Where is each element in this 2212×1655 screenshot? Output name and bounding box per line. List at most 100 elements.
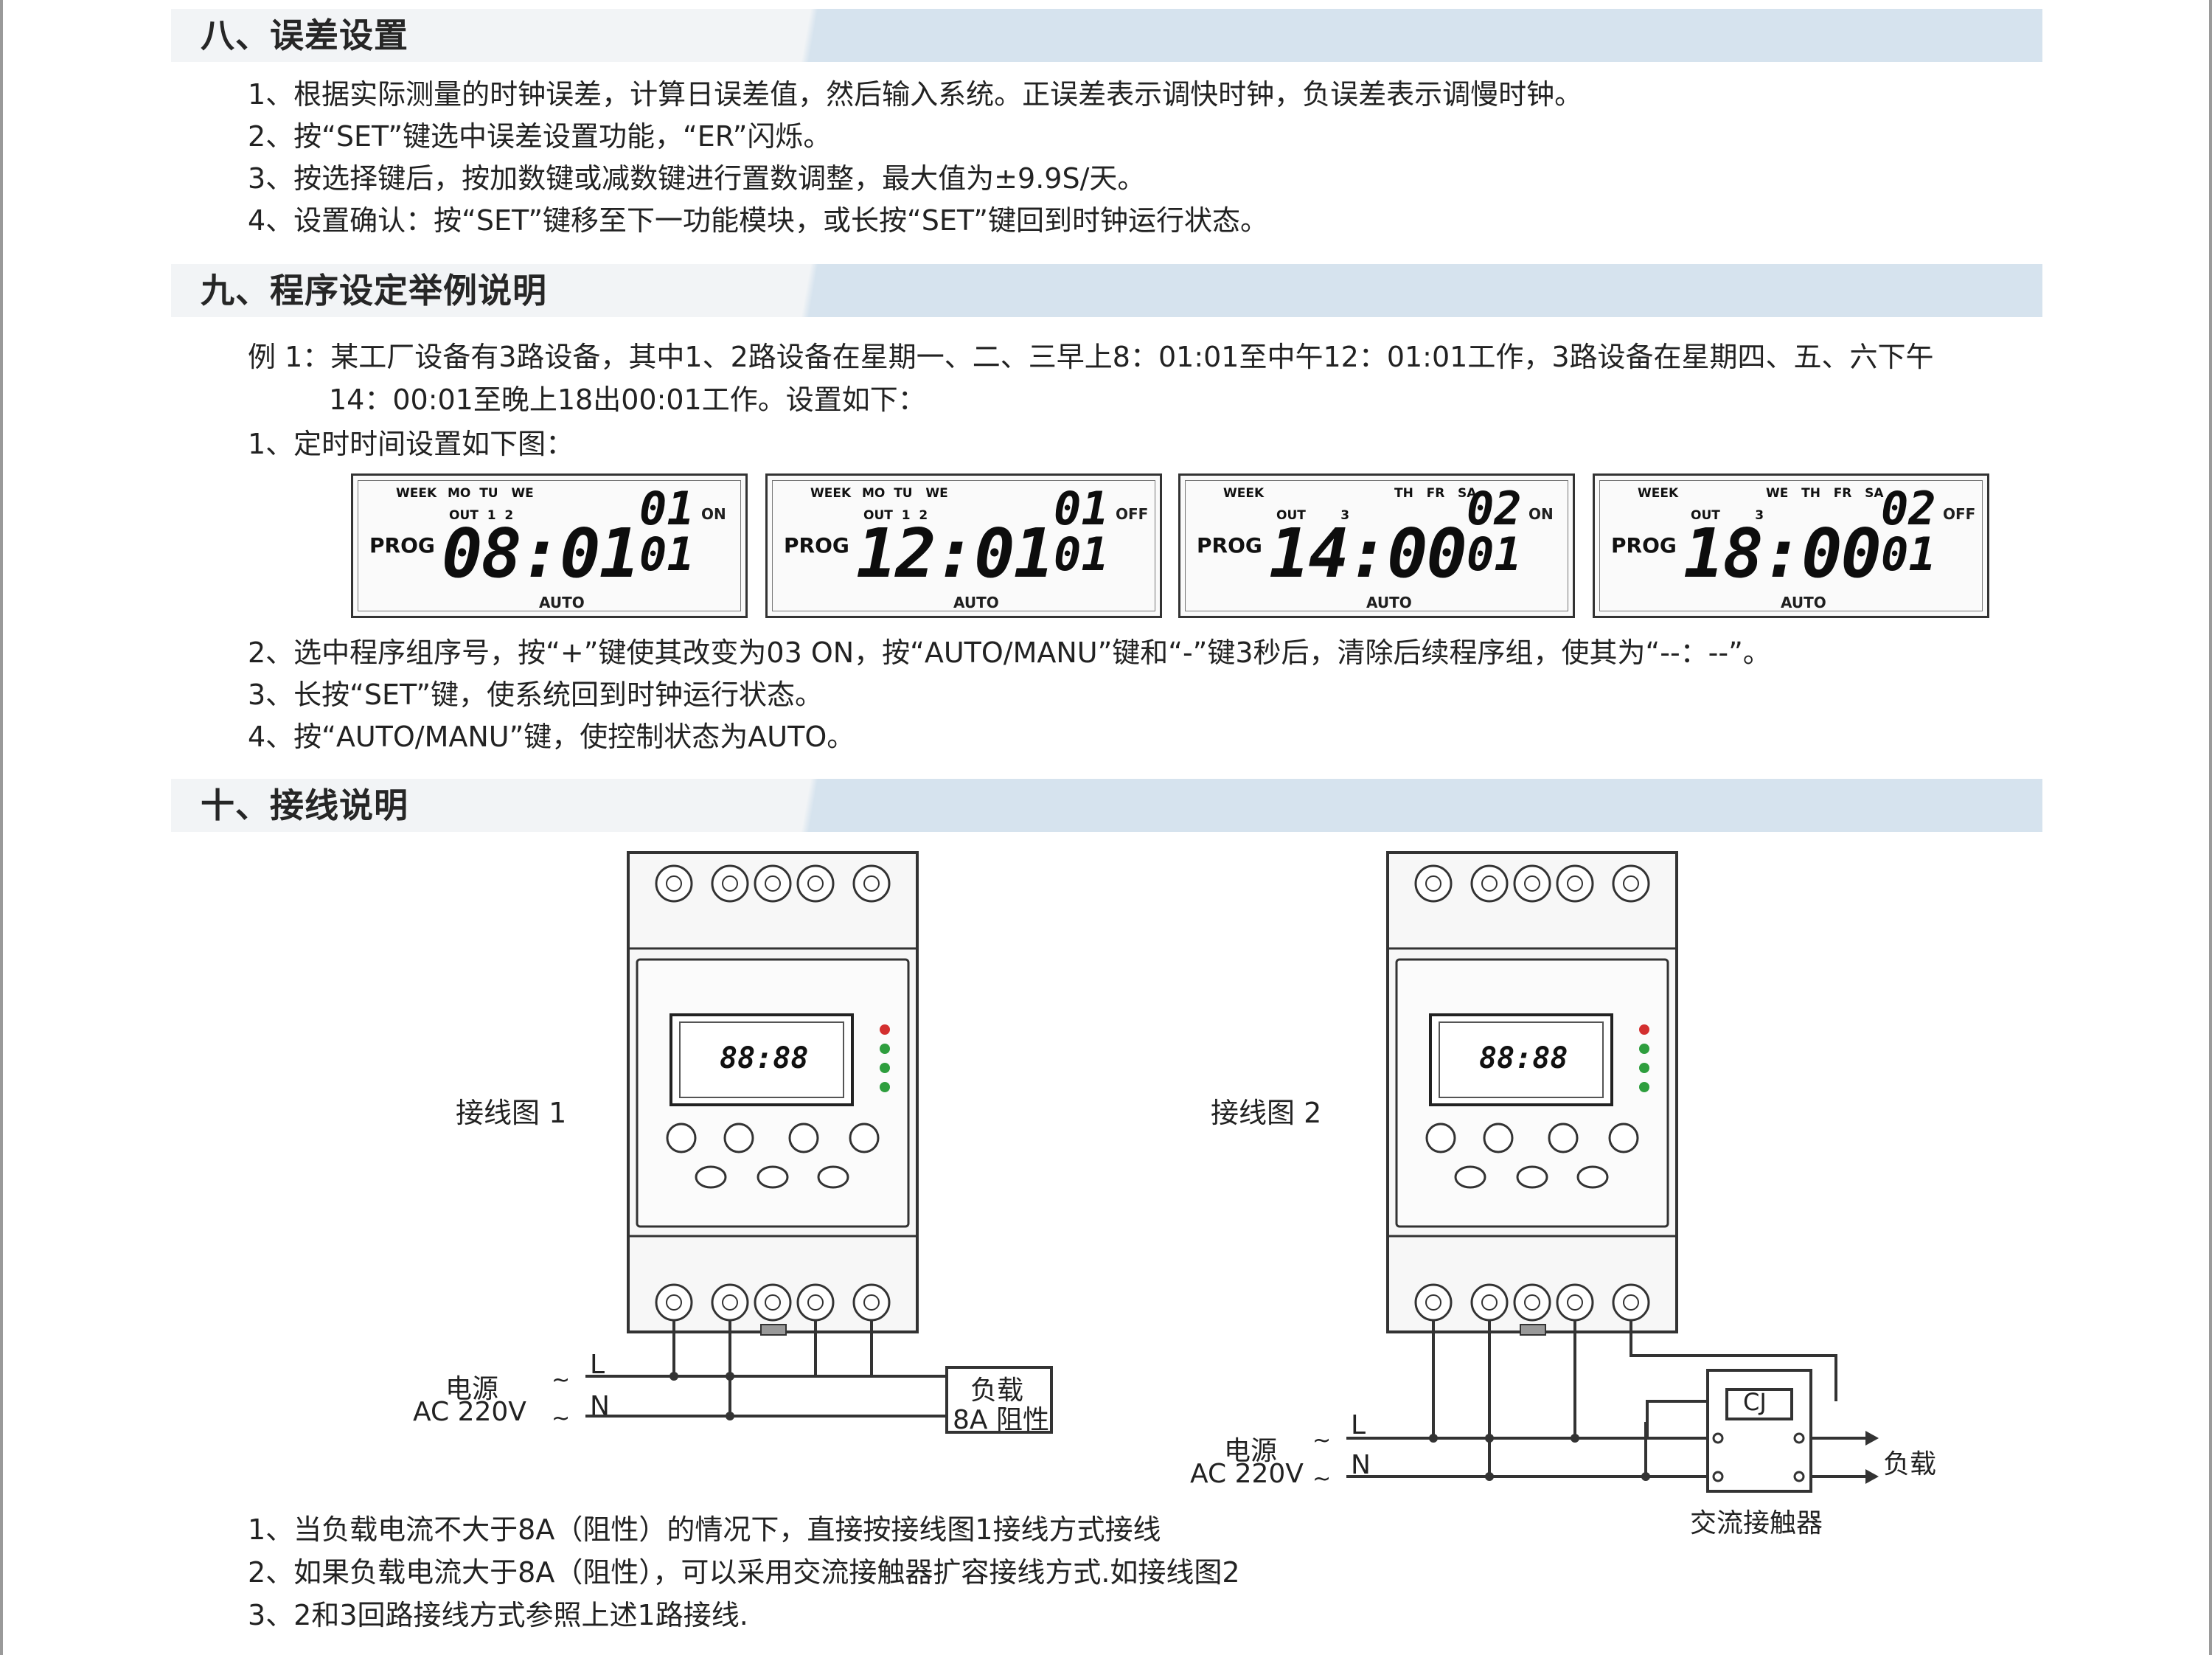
lcd-state: OFF <box>1943 505 1976 523</box>
lcd-week-label: WEEK <box>396 486 437 501</box>
lcd-days: MO TU WE <box>448 486 534 501</box>
page-edge-left <box>0 0 3 1655</box>
lcd-prog-label: PROG <box>1197 533 1262 558</box>
lcd-mode: AUTO <box>1366 594 1412 611</box>
wiring-note-2: 2、如果负载电流大于8A（阻性），可以采用交流接触器扩容接线方式.如接线图2 <box>248 1556 1240 1589</box>
load-box-1 <box>945 1366 1053 1434</box>
diagram-2-label: 接线图 2 <box>1211 1097 1322 1129</box>
example-step-1: 1、定时时间设置如下图： <box>248 428 574 460</box>
lcd-inner <box>1599 480 1983 611</box>
line-n-label-2: N <box>1351 1450 1371 1480</box>
error-step-4: 4、设置确认：按“SET”键移至下一功能模块，或长按“SET”键回到时钟运行状态… <box>248 204 1268 237</box>
lcd-days: MO TU WE <box>862 486 948 501</box>
lcd-step-top: 01 <box>1054 482 1109 535</box>
example-line-2: 14：00:01至晚上18出00:01工作。设置如下： <box>329 384 926 416</box>
lcd-out: OUT 3 <box>1276 508 1350 523</box>
error-step-2: 2、按“SET”键选中误差设置功能，“ER”闪烁。 <box>248 120 832 153</box>
section-title: 九、程序设定举例说明 <box>201 271 547 310</box>
wiring-2-junctions <box>1429 1434 1650 1481</box>
section-header-wiring: 十、接线说明 <box>171 779 2042 832</box>
source-label-1: 电源 <box>445 1374 499 1404</box>
lcd-state: ON <box>1528 505 1554 523</box>
line-l-label-1: L <box>590 1350 605 1380</box>
wiring-1-junctions <box>669 1372 734 1420</box>
lcd-step-bottom: 01 <box>1467 527 1522 581</box>
tilde-icon: ~ <box>1312 1428 1332 1454</box>
lcd-prog-label: PROG <box>369 533 435 558</box>
timer-device-2 <box>1386 851 1678 1336</box>
load-label-2: 负载 <box>1883 1449 1937 1479</box>
example-step-3: 3、长按“SET”键，使系统回到时钟运行状态。 <box>248 679 824 711</box>
device-1-display: 88:88 <box>720 1041 809 1075</box>
line-n-label-1: N <box>590 1391 610 1421</box>
section-header-program-example: 九、程序设定举例说明 <box>171 264 2042 317</box>
contactor-coil <box>1725 1388 1793 1420</box>
lcd-step-bottom: 01 <box>639 527 695 581</box>
lcd-step-top: 02 <box>1467 482 1522 535</box>
example-step-2: 2、选中程序组序号，按“+”键使其改变为03 ON，按“AUTO/MANU”键和… <box>248 636 1771 669</box>
lcd-week-label: WEEK <box>1223 486 1265 501</box>
wiring-note-3: 3、2和3回路接线方式参照上述1路接线. <box>248 1599 748 1631</box>
lcd-step-top: 01 <box>639 482 695 535</box>
tilde-icon: ~ <box>552 1406 571 1432</box>
voltage-label-2: AC 220V <box>1190 1459 1304 1489</box>
section-band <box>171 779 2042 832</box>
lcd-mode: AUTO <box>539 594 585 611</box>
lcd-time: 14:00 <box>1269 514 1467 593</box>
section-title: 八、误差设置 <box>201 15 408 55</box>
diagram-1-label: 接线图 1 <box>456 1097 567 1129</box>
wiring-2-lines <box>1346 1320 1865 1478</box>
tilde-icon: ~ <box>552 1367 571 1393</box>
section-header-error-setting: 八、误差设置 <box>171 9 2042 62</box>
error-step-1: 1、根据实际测量的时钟误差，计算日误差值，然后输入系统。正误差表示调快时钟，负误… <box>248 78 1583 111</box>
lcd-week-label: WEEK <box>1638 486 1679 501</box>
tilde-icon: ~ <box>1312 1466 1332 1492</box>
section-title: 十、接线说明 <box>201 785 408 825</box>
source-label-2: 电源 <box>1224 1436 1278 1466</box>
lcd-inner <box>1185 480 1568 611</box>
example-line-1: 例 1：某工厂设备有3路设备，其中1、2路设备在星期一、二、三早上8：01:01… <box>248 341 1934 373</box>
line-l-label-2: L <box>1351 1410 1366 1440</box>
lcd-mode: AUTO <box>1781 594 1826 611</box>
lcd-step-top: 02 <box>1881 482 1936 535</box>
timer-device-1 <box>627 851 919 1336</box>
contactor-name: 交流接触器 <box>1690 1508 1823 1538</box>
load-box-label-1: 负载 <box>970 1375 1024 1406</box>
contactor-coil-label: CJ <box>1743 1388 1767 1416</box>
lcd-step-bottom: 01 <box>1054 527 1109 581</box>
lcd-time: 18:00 <box>1683 514 1882 593</box>
voltage-label-1: AC 220V <box>413 1397 526 1427</box>
lcd-days: TH FR SA <box>1394 486 1477 501</box>
wiring-note-1: 1、当负载电流不大于8A（阻性）的情况下，直接按接线图1接线方式接线 <box>248 1513 1161 1546</box>
device-2-display: 88:88 <box>1479 1041 1568 1075</box>
wiring-1-lines <box>585 1320 947 1418</box>
page-edge-right <box>2209 0 2212 1655</box>
example-step-4: 4、按“AUTO/MANU”键，使控制状态为AUTO。 <box>248 721 855 753</box>
lcd-step-bottom: 01 <box>1881 527 1936 581</box>
lcd-prog-label: PROG <box>1611 533 1677 558</box>
lcd-mode: AUTO <box>953 594 999 611</box>
lcd-prog-label: PROG <box>784 533 849 558</box>
lcd-time: 12:01 <box>856 514 1054 593</box>
lcd-out: OUT 3 <box>1691 508 1764 523</box>
lcd-week-label: WEEK <box>810 486 852 501</box>
load-box-label-2: 8A 阻性 <box>953 1405 1049 1435</box>
lcd-time: 08:01 <box>442 514 640 593</box>
lcd-days: WE TH FR SA <box>1766 486 1884 501</box>
section-band <box>171 264 2042 317</box>
lcd-out: OUT 1 2 <box>449 508 514 523</box>
lcd-inner <box>772 480 1155 611</box>
lcd-state: OFF <box>1116 505 1149 523</box>
lcd-state: ON <box>701 505 726 523</box>
section-band <box>171 9 2042 62</box>
lcd-out: OUT 1 2 <box>863 508 928 523</box>
